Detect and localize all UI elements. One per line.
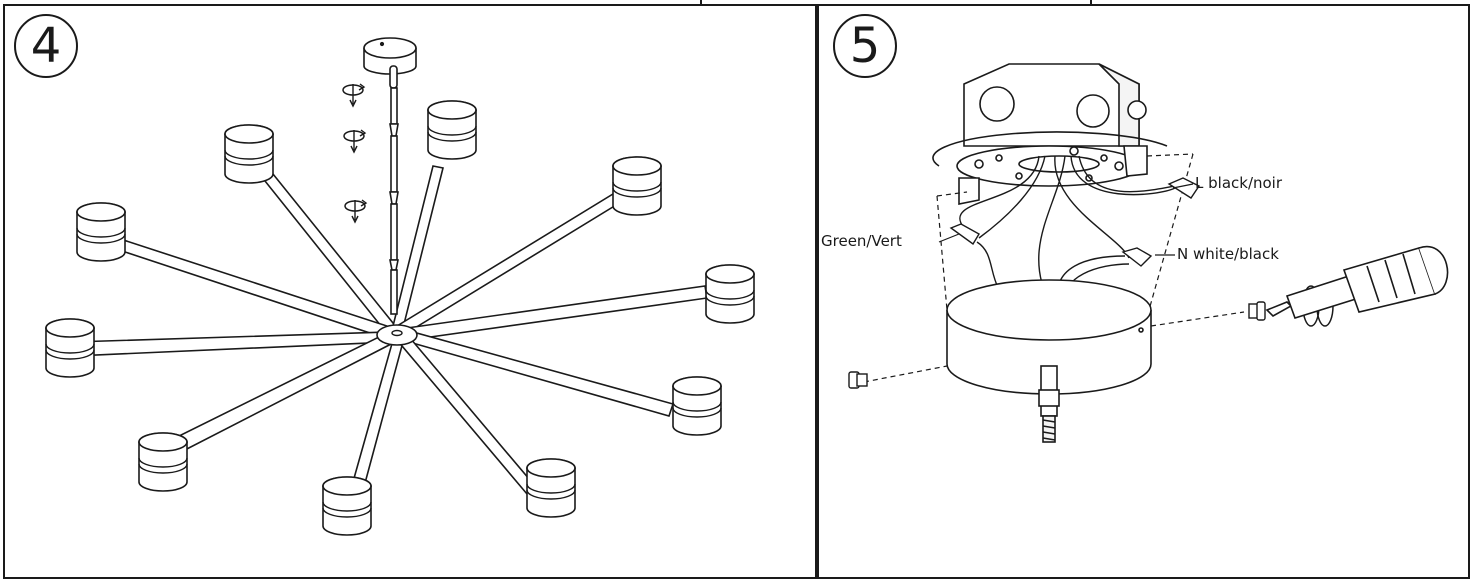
label-leaders <box>938 183 1194 256</box>
junction-box <box>932 63 1168 205</box>
ground-wire-label: Green/Vert <box>821 232 902 250</box>
screwdriver-icon <box>1265 245 1449 319</box>
chandelier-diagram <box>45 37 755 536</box>
screw-icon <box>848 371 868 389</box>
wire-nuts <box>949 177 1201 267</box>
step-5-panel: L black/noir Green/Vert N white/black 5 <box>817 4 1470 579</box>
rotate-arrow-icon <box>342 83 365 107</box>
step-number-5: 5 <box>833 14 897 78</box>
rotate-arrow-icon <box>344 199 367 223</box>
step-4-panel: 4 <box>3 4 817 579</box>
neutral-wire-label: N white/black <box>1177 245 1279 263</box>
rotate-arrow-icon <box>343 129 366 153</box>
canopy-plate <box>946 279 1152 443</box>
wiring-diagram: L black/noir Green/Vert N white/black <box>821 63 1449 443</box>
chandelier-arms <box>72 165 708 499</box>
screw-icon <box>1248 301 1266 321</box>
canopy-and-rod <box>363 37 417 315</box>
chandelier-hub <box>376 324 418 346</box>
live-wire-label: L black/noir <box>1195 174 1283 192</box>
step-number-4: 4 <box>14 14 78 78</box>
